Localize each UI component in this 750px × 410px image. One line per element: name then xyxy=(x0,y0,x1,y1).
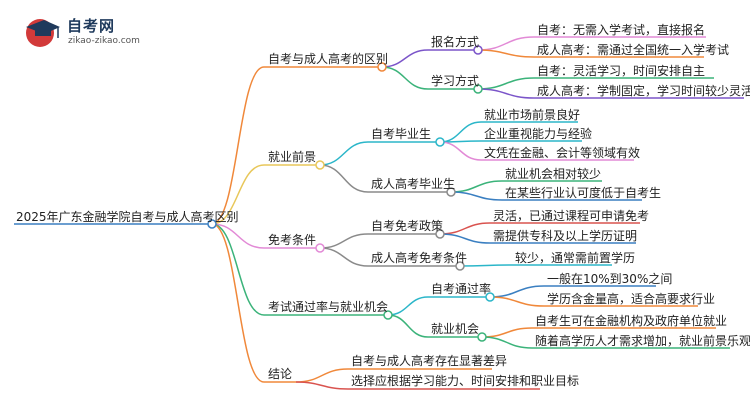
branch-exemption: 免考条件 xyxy=(268,233,317,247)
sub-connector xyxy=(381,66,429,90)
leaf-connector xyxy=(450,191,503,201)
leaf: 成人高考：需通过全国统一入学考试 xyxy=(537,43,730,57)
branch-differences: 自考与成人高考的区别 xyxy=(268,52,389,66)
sub-connector xyxy=(387,314,429,338)
node-dot xyxy=(446,187,456,197)
leaf-connector xyxy=(481,327,533,338)
logo-url: zikao-zikao.com xyxy=(68,36,140,46)
branch-conclusion: 结论 xyxy=(268,367,293,381)
leaf: 一般在10%到30%之间 xyxy=(547,272,673,286)
sub-selfexam-grads: 自考毕业生 xyxy=(371,127,432,141)
node-dot xyxy=(315,160,325,170)
sub-registration: 报名方式 xyxy=(431,35,480,49)
root-node: 2025年广东金融学院自考与成人高考区别 xyxy=(16,210,239,224)
node-dot xyxy=(383,310,393,320)
leaf-connector xyxy=(450,180,503,193)
leaf-connector xyxy=(439,222,491,235)
sub-connector xyxy=(381,49,429,68)
leaf-connector xyxy=(439,141,482,161)
leaf: 随着高学历人才需求增加，就业前景乐观 xyxy=(535,334,750,348)
leaf: 自考生可在金融机构及政府单位就业 xyxy=(535,314,728,328)
conclusion-line-1: 自考与成人高考存在显著差异 xyxy=(351,354,508,368)
sub-pass-rate: 自考通过率 xyxy=(431,282,492,296)
branch-connector xyxy=(211,66,265,225)
sub-connector xyxy=(295,381,349,390)
node-dot xyxy=(377,62,387,72)
leaf-connector xyxy=(459,264,513,267)
conclusion-line-2: 选择应根据学习能力、时间安排和职业目标 xyxy=(351,374,580,388)
node-dot xyxy=(315,243,325,253)
sub-job-chances: 就业机会 xyxy=(431,322,480,336)
sub-adult-grads: 成人高考毕业生 xyxy=(371,177,456,191)
sub-connector xyxy=(319,247,369,267)
leaf-connector xyxy=(439,233,491,244)
node-dot xyxy=(435,229,445,239)
leaf: 自考：灵活学习，时间安排自主 xyxy=(537,64,706,78)
leaf: 学历含金量高，适合高要求行业 xyxy=(547,292,716,306)
node-dot xyxy=(435,137,445,147)
node-dot xyxy=(455,261,465,271)
node-dot xyxy=(207,219,217,229)
leaf: 较少，通常需前置学历 xyxy=(515,251,636,265)
sub-connector xyxy=(387,296,429,316)
leaf: 文凭在金融、会计等领域有效 xyxy=(484,146,641,160)
sub-connector xyxy=(319,233,369,249)
leaf-connector xyxy=(481,336,533,349)
graduation-cap-icon xyxy=(26,19,60,47)
leaf-connector xyxy=(477,77,535,90)
branch-passrate: 考试通过率与就业机会 xyxy=(268,300,389,314)
leaf: 自考：无需入学考试，直接报名 xyxy=(537,23,706,37)
node-dot xyxy=(477,332,487,342)
node-dot xyxy=(473,84,483,94)
leaf: 灵活，已通过课程可申请免考 xyxy=(493,209,650,223)
logo: 自考网 zikao-zikao.com xyxy=(22,14,172,54)
sub-connector xyxy=(319,141,369,166)
leaf-connector xyxy=(477,36,535,51)
leaf: 需提供专科及以上学历证明 xyxy=(493,229,638,243)
leaf: 企业重视能力与经验 xyxy=(484,127,593,141)
leaf: 就业机会相对较少 xyxy=(505,167,602,181)
sub-study-mode: 学习方式 xyxy=(431,74,480,88)
leaf-connector xyxy=(477,49,535,58)
node-dot xyxy=(473,45,483,55)
leaf: 在某些行业认可度低于自考生 xyxy=(505,186,662,200)
branch-connector xyxy=(211,223,265,316)
branch-employment: 就业前景 xyxy=(268,150,317,164)
node-dot xyxy=(485,292,495,302)
sub-adult-exemption: 成人高考免考条件 xyxy=(371,251,468,265)
sub-connector xyxy=(319,164,369,193)
sub-selfexam-policy: 自考免考政策 xyxy=(371,219,444,233)
branch-connector xyxy=(211,223,265,383)
leaf-connector xyxy=(439,121,482,143)
leaf: 就业市场前景良好 xyxy=(484,108,581,122)
logo-title: 自考网 xyxy=(67,17,116,35)
leaf-connector xyxy=(489,285,545,298)
branch-connector xyxy=(211,223,265,249)
leaf-connector xyxy=(489,296,545,307)
leaf: 成人高考：学制固定，学习时间较少灵活性 xyxy=(537,84,750,98)
leaf-connector xyxy=(477,88,535,99)
sub-connector xyxy=(295,368,349,383)
branch-connector xyxy=(211,164,265,225)
